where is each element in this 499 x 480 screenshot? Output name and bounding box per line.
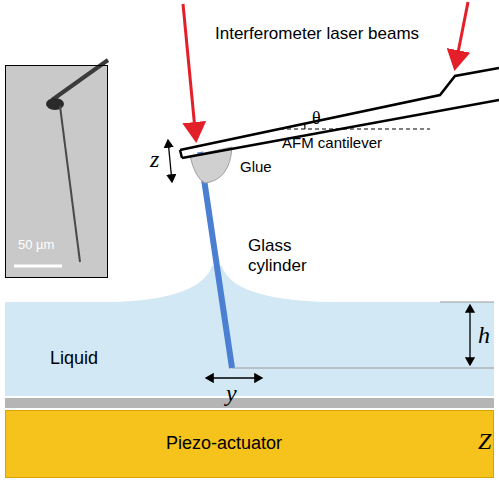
scale-bar — [14, 265, 62, 268]
scale-label: 50 µm — [18, 238, 54, 253]
part-label: Glue — [240, 158, 300, 175]
glass-cylinder — [200, 152, 232, 368]
angle-symbol: θ — [312, 108, 342, 129]
dimension-arrow — [168, 140, 172, 182]
beam-label: Interferometer laser beams — [215, 24, 475, 44]
dimension-arrow — [469, 305, 470, 365]
photo-glue-drop — [46, 98, 64, 110]
substrate-strip — [5, 398, 494, 408]
dimension-arrow — [206, 377, 262, 378]
part-label: Glass cylinder — [248, 236, 320, 275]
band-label: Liquid — [50, 348, 98, 369]
piezo-band: Piezo-actuator — [5, 410, 494, 478]
dimension-symbol: z — [150, 146, 170, 174]
horizontal-reference — [280, 129, 430, 130]
dimension-symbol: y — [226, 380, 246, 408]
band-label: Piezo-actuator — [166, 433, 282, 454]
inset-photo-frame: 50 µm — [5, 65, 108, 278]
cantilever-lower — [182, 100, 499, 158]
level-line — [440, 302, 494, 303]
dimension-symbol: Z — [478, 428, 498, 456]
laser-beam — [183, 4, 196, 140]
liquid-band: Liquid — [5, 302, 494, 396]
liquid-meniscus — [5, 266, 494, 396]
laser-beam — [455, 2, 468, 68]
dimension-symbol: h — [478, 322, 498, 350]
level-line — [232, 368, 494, 369]
part-label: AFM cantilever — [282, 134, 432, 151]
photo-cantilever — [52, 60, 108, 100]
cantilever-tip — [180, 150, 182, 158]
photo-fiber — [60, 106, 80, 262]
angle-arc — [304, 124, 306, 129]
